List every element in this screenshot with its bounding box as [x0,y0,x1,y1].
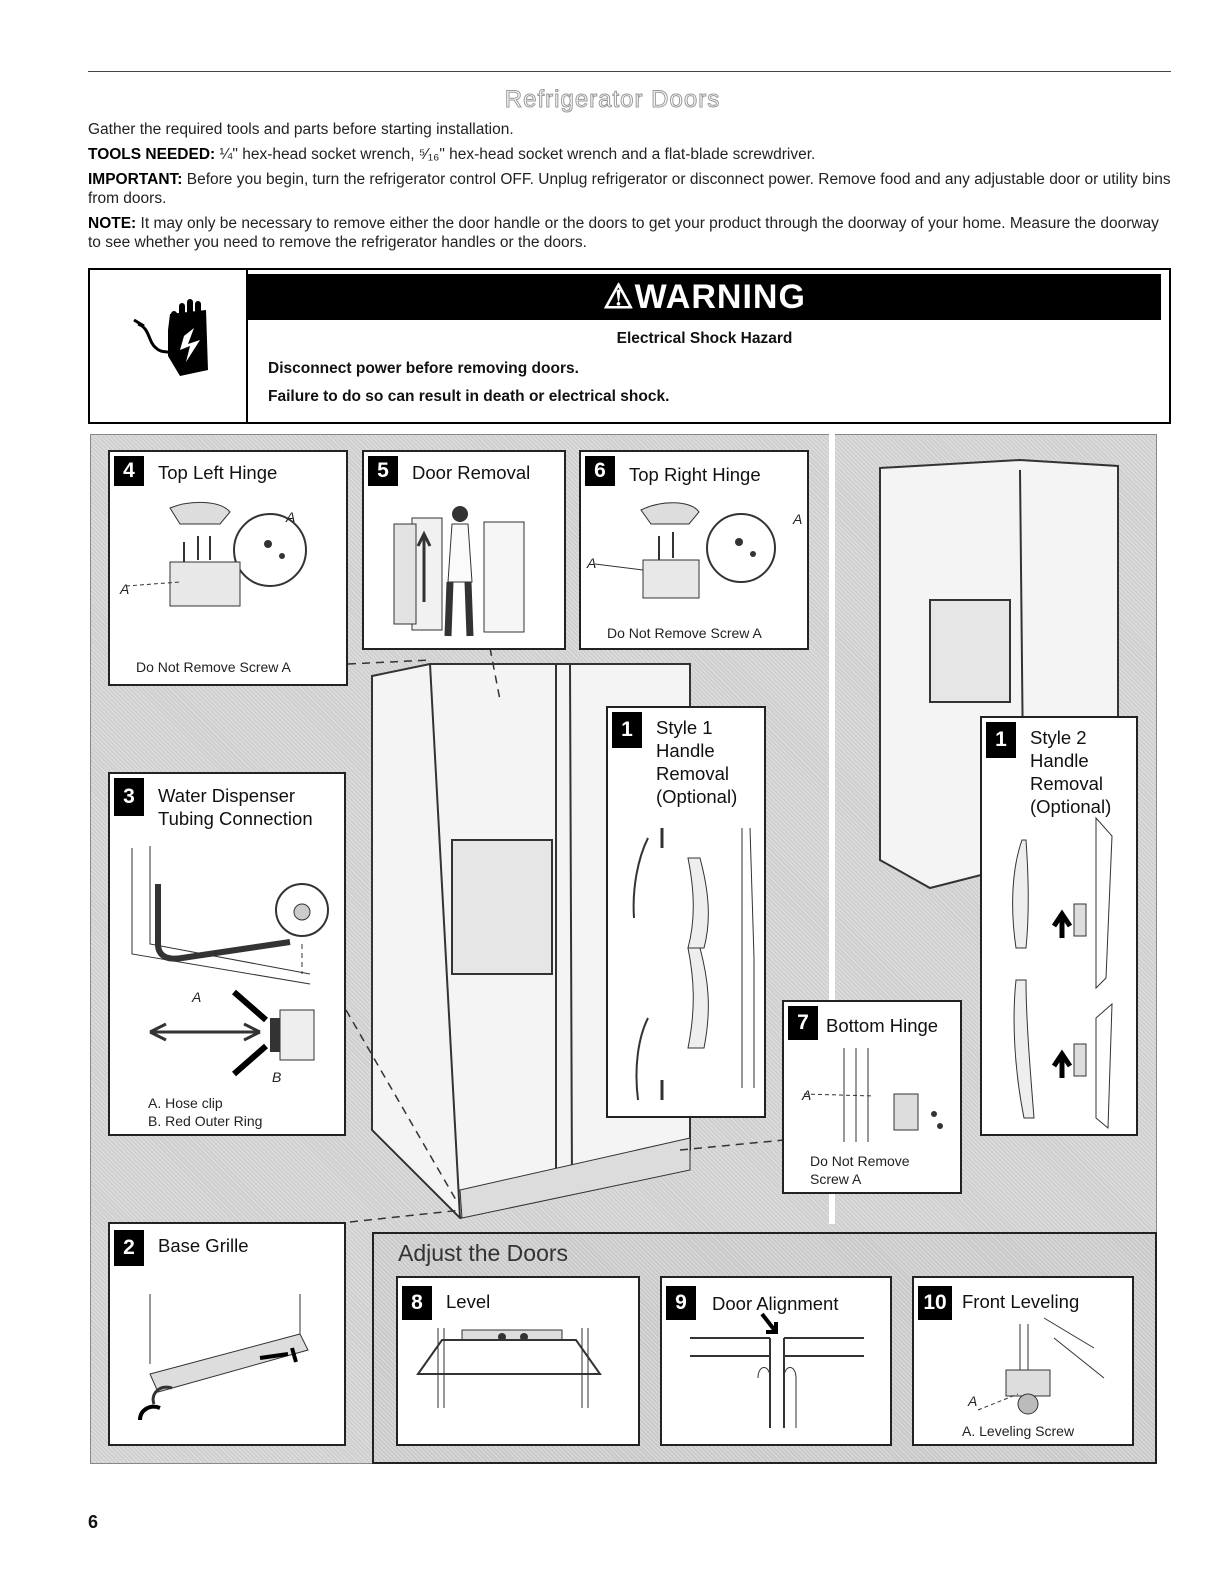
step-title: Top Right Hinge [629,464,761,485]
step-title: Base Grille [158,1235,249,1256]
step-number: 2 [114,1230,144,1266]
step-number: 6 [585,456,615,486]
step-level: 8 Level [396,1276,640,1446]
door-alignment-diagram-icon [690,1312,864,1428]
caption-hose-clip: A. Hose clip [148,1095,223,1111]
door-removal-figure-icon [393,506,525,637]
warning-title: ⚠WARNING [248,274,1161,320]
bottom-hinge-diagram-icon [803,1048,943,1142]
step-number: 3 [114,778,144,816]
label-a: A [587,555,597,571]
step-title: Door Removal [412,462,531,483]
step-title: Water Dispenser Tubing Connection [158,785,313,829]
base-grille-diagram-icon [138,1294,309,1421]
page-number: 6 [88,1512,99,1532]
warning-line-2: Failure to do so can result in death or … [268,388,670,405]
step-caption: A. Leveling Screw [962,1423,1075,1439]
step-number: 4 [114,456,144,486]
hinge-diagram-icon [125,501,307,607]
label-a: A [192,989,202,1005]
note: NOTE: It may only be necessary to remove… [88,215,1159,251]
intro-line: Gather the required tools and parts befo… [88,121,514,138]
hinge-diagram-icon [594,502,776,599]
step-caption: Do Not Remove Screw A [136,659,291,675]
step-number: 9 [666,1286,696,1320]
step-title: Bottom Hinge [826,1015,939,1036]
label-a: A [120,581,130,597]
adjust-doors-title: Adjust the Doors [398,1240,569,1266]
step-title: Level [446,1291,491,1312]
step-number: 1 [986,722,1016,758]
step-number: 5 [368,456,398,486]
label-a: A [802,1087,812,1103]
step-front-leveling: 10 Front Leveling A A. Leveling Screw [912,1276,1134,1446]
intro: Gather the required tools and parts befo… [88,120,1173,258]
leveling-screw-diagram-icon [977,1317,1105,1415]
handle-removal-diagram-icon [1012,816,1113,1130]
label-a: A [793,511,803,527]
warning-icon-cell [90,270,248,422]
tubing-connection-diagram-icon [131,846,329,1077]
step-top-right-hinge: 6 Top Right Hinge A A Do Not Remove Scre… [579,450,809,650]
step-number: 10 [918,1286,952,1320]
electric-shock-hand-icon [133,299,208,376]
handle-removal-diagram-icon [632,827,755,1101]
top-rule [88,71,1171,72]
step-number: 8 [402,1286,432,1320]
step-caption: Do Not Remove Screw A [810,1153,910,1187]
illustration-divider [829,434,835,1224]
step-top-left-hinge: 4 Top Left Hinge A A Do Not Remove Screw… [108,450,348,686]
level-tool-diagram-icon [416,1328,602,1408]
step-title: Door Alignment [712,1293,839,1314]
step-number: 1 [612,712,642,748]
step-style2-handle-removal: 1 Style 2 Handle Removal (Optional) [980,716,1138,1136]
label-a: A [968,1393,978,1409]
label-a: A [286,509,296,525]
step-door-removal: 5 Door Removal [362,450,566,650]
warning-line-1: Disconnect power before removing doors. [268,360,579,377]
warning-box: ⚠WARNING Electrical Shock Hazard Disconn… [88,268,1171,424]
step-style1-handle-removal: 1 Style 1 Handle Removal (Optional) [606,706,766,1118]
step-base-grille: 2 Base Grille [108,1222,346,1446]
step-number: 7 [788,1006,818,1040]
important-note: IMPORTANT: Before you begin, turn the re… [88,171,1171,207]
step-water-dispenser-tubing: 3 Water Dispenser Tubing Connection A B … [108,772,346,1136]
tools-needed: TOOLS NEEDED: ¼" hex-head socket wrench,… [88,146,816,163]
step-title: Front Leveling [962,1291,1080,1312]
caption-red-outer-ring: B. Red Outer Ring [148,1113,263,1129]
step-title: Top Left Hinge [158,462,278,483]
step-title: Style 2 Handle Removal (Optional) [1030,727,1112,817]
label-b: B [272,1069,282,1085]
page-title: Refrigerator Doors [504,86,721,114]
step-door-alignment: 9 Door Alignment [660,1276,892,1446]
warning-subtitle: Electrical Shock Hazard [616,330,793,347]
step-title: Style 1 Handle Removal (Optional) [656,717,738,807]
step-bottom-hinge: 7 Bottom Hinge A Do Not Remove Screw A [782,1000,962,1194]
step-caption: Do Not Remove Screw A [607,625,762,641]
